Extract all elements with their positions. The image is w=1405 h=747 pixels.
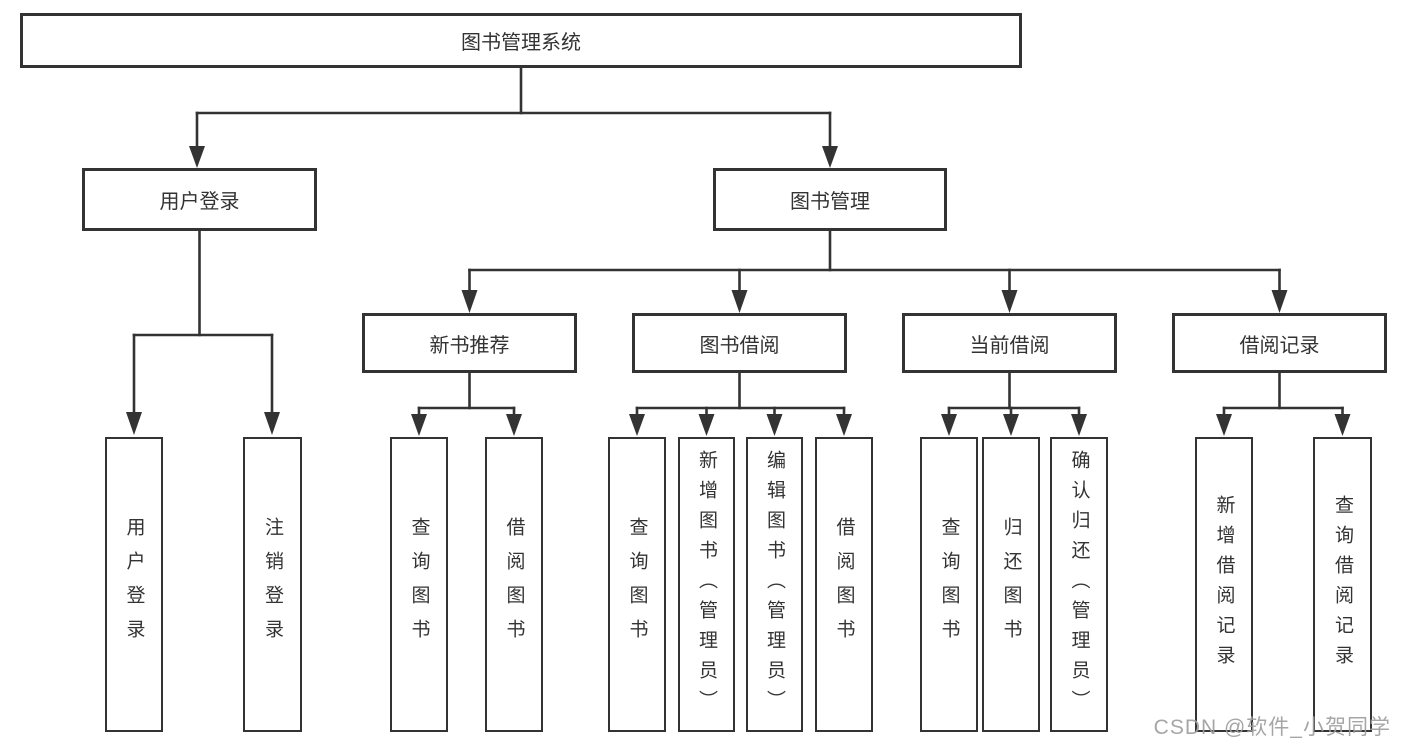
- node-new-book-recommendation: 新书推荐: [362, 313, 577, 373]
- node-current-borrowing: 当前借阅: [902, 313, 1117, 373]
- leaf-label: 查询图书: [938, 516, 960, 653]
- node-borrowing-records: 借阅记录: [1172, 313, 1387, 373]
- leaf-user-login: 用户登录: [105, 437, 163, 732]
- leaf-query-books-borrowing: 查询图书: [608, 437, 666, 732]
- leaf-query-books-recommend: 查询图书: [390, 437, 448, 732]
- leaf-query-borrow-record: 查询借阅记录: [1313, 437, 1372, 732]
- node-label: 借阅记录: [1239, 334, 1320, 357]
- leaf-label: 查询借阅记录: [1332, 494, 1353, 675]
- connector-user-login-branch: [126, 229, 280, 435]
- node-label: 图书管理系统: [461, 32, 581, 54]
- leaf-label: 确认归还（管理员）: [1068, 449, 1090, 720]
- leaf-label: 新增借阅记录: [1213, 494, 1235, 675]
- leaf-edit-book-admin: 编辑图书（管理员）: [746, 437, 803, 732]
- connector-borrowing-children: [629, 371, 852, 436]
- leaf-logout: 注销登录: [243, 437, 302, 732]
- leaf-confirm-return-admin: 确认归还（管理员）: [1050, 437, 1108, 732]
- connector-current-children: [941, 371, 1087, 436]
- leaf-label: 借阅图书: [503, 516, 525, 653]
- node-label: 当前借阅: [969, 334, 1050, 357]
- leaf-borrow-books: 借阅图书: [815, 437, 873, 732]
- leaf-label: 注销登录: [262, 516, 283, 653]
- node-book-management: 图书管理: [713, 168, 947, 231]
- node-library-management-system: 图书管理系统: [20, 13, 1022, 68]
- leaf-label: 借阅图书: [833, 516, 855, 653]
- leaf-label: 查询图书: [408, 516, 430, 653]
- node-book-borrowing: 图书借阅: [632, 313, 847, 373]
- node-user-login: 用户登录: [82, 168, 317, 231]
- leaf-add-book-admin: 新增图书（管理员）: [678, 437, 735, 732]
- connector-new-rec-children: [411, 371, 522, 436]
- leaf-label: 归还图书: [1000, 516, 1022, 653]
- node-label: 图书借阅: [699, 334, 780, 357]
- leaf-label: 查询图书: [626, 516, 648, 653]
- connector-records-children: [1216, 371, 1351, 436]
- leaf-query-books-current: 查询图书: [920, 437, 978, 732]
- node-label: 图书管理: [790, 191, 870, 213]
- connector-root-to-level2: [189, 66, 838, 168]
- leaf-add-borrow-record: 新增借阅记录: [1195, 437, 1253, 732]
- node-label: 新书推荐: [429, 334, 510, 357]
- leaf-label: 用户登录: [123, 516, 145, 653]
- leaf-borrow-books-recommend: 借阅图书: [485, 437, 543, 732]
- leaf-label: 新增图书（管理员）: [696, 449, 717, 720]
- leaf-label: 编辑图书（管理员）: [764, 449, 785, 720]
- connector-book-mgmt-to-level3: [461, 229, 1288, 313]
- leaf-return-book: 归还图书: [982, 437, 1040, 732]
- csdn-watermark: CSDN @软件_小贺同学: [1153, 716, 1391, 739]
- node-label: 用户登录: [159, 191, 240, 213]
